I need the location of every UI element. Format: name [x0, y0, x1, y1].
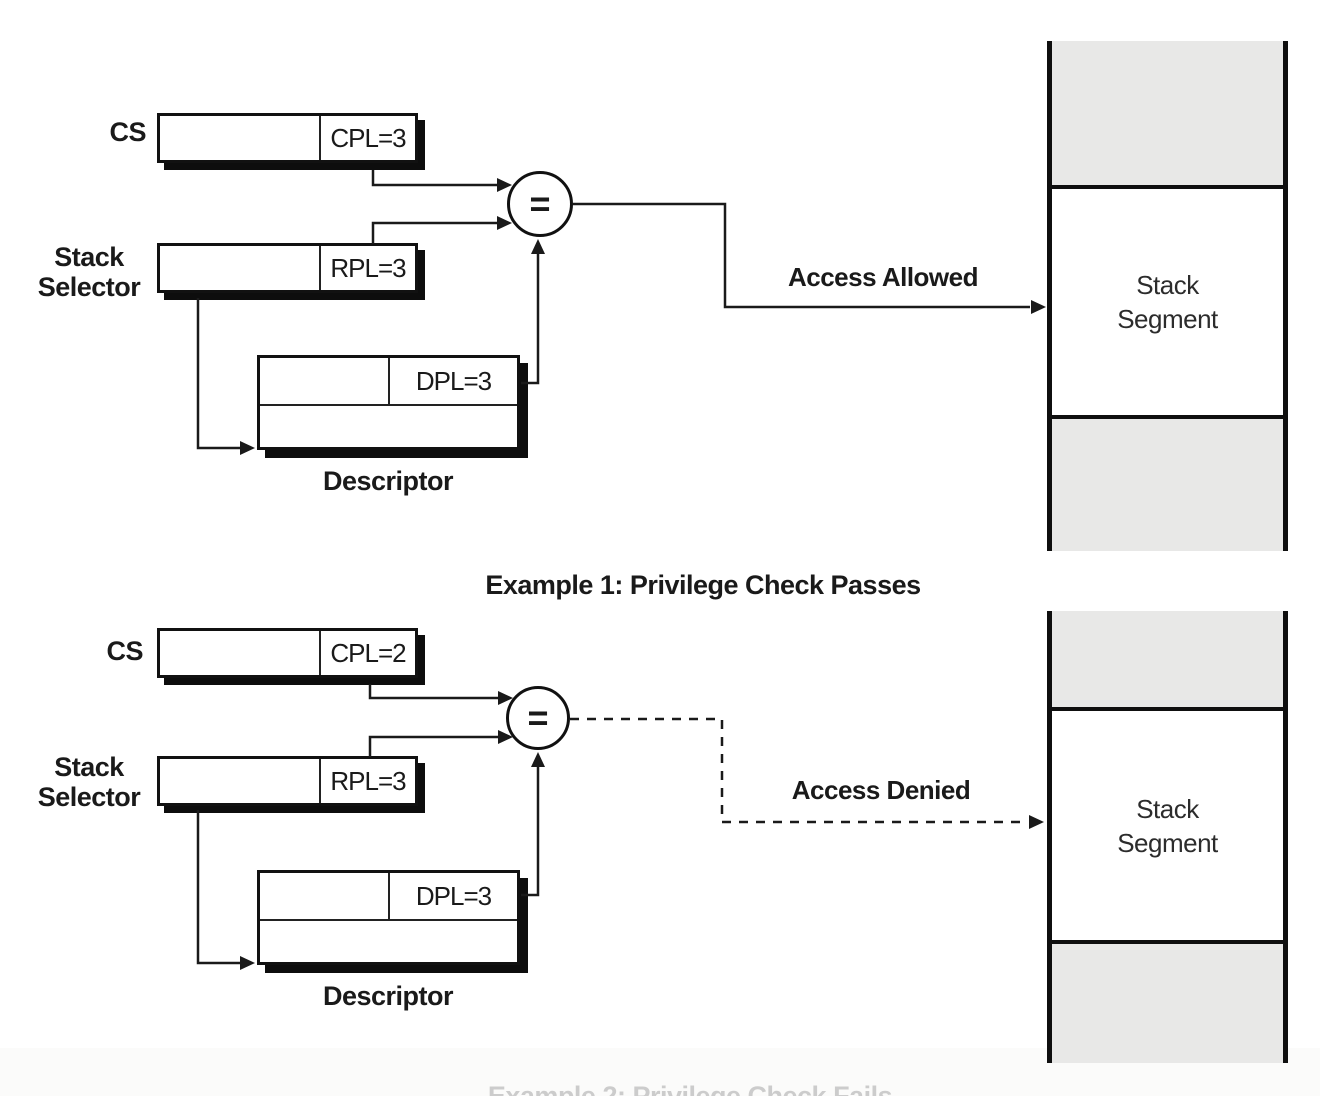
wire-selector-to-descriptor-ex1: [196, 298, 240, 450]
descriptor-box-ex1: DPL=3: [257, 355, 520, 450]
descriptor-base-field-ex1: [260, 358, 390, 404]
memory-column-ex1: Stack Segment: [1047, 41, 1288, 551]
cs-register-box-ex1: CPL=3: [157, 113, 418, 163]
arrowhead-dpl-ex1: [531, 239, 545, 254]
wire-cpl-to-comparator-ex2: [368, 684, 498, 700]
stack-selector-box-ex1: RPL=3: [157, 243, 418, 293]
rpl-field-ex2: RPL=3: [319, 759, 415, 803]
stack-selector-field-ex2: [160, 759, 319, 803]
arrowhead-access-allowed: [1031, 300, 1046, 314]
memory-column-ex2: Stack Segment: [1047, 611, 1288, 1063]
wire-access-denied: [570, 717, 1028, 824]
wire-dpl-to-comparator-ex1: [521, 254, 540, 385]
cs-selector-field-ex2: [160, 631, 319, 675]
descriptor-row2-ex2: [260, 921, 517, 962]
cs-register-label-ex1: CS: [109, 117, 146, 147]
equals-symbol-ex2: =: [527, 697, 549, 738]
example2-caption-cropped: Example 2: Privilege Check Fails: [487, 1081, 893, 1096]
equals-symbol-ex1: =: [529, 183, 551, 224]
memory-above-segment-ex1: [1052, 41, 1283, 185]
stack-selector-label-ex2: Stack Selector: [37, 752, 141, 812]
access-denied-label: Access Denied: [791, 775, 971, 805]
arrowhead-descriptor-ex2: [240, 956, 255, 970]
wire-dpl-to-comparator-ex2: [521, 767, 540, 897]
dpl-field-ex1: DPL=3: [415, 365, 492, 396]
stack-selector-box-ex2: RPL=3: [157, 756, 418, 806]
equality-comparator-ex2: =: [506, 686, 570, 750]
arrowhead-descriptor-ex1: [240, 441, 255, 455]
stack-segment-label-ex1: Stack Segment: [1117, 270, 1218, 334]
stack-selector-field-ex1: [160, 246, 319, 290]
cpl-field-ex1: CPL=3: [319, 116, 415, 160]
descriptor-box-ex2: DPL=3: [257, 870, 520, 965]
wire-rpl-to-comparator-ex1: [371, 221, 497, 244]
stack-segment-box-ex2: Stack Segment: [1052, 707, 1283, 944]
descriptor-label-ex2: Descriptor: [322, 981, 454, 1011]
wire-rpl-to-comparator-ex2: [368, 735, 498, 757]
stack-segment-box-ex1: Stack Segment: [1052, 185, 1283, 419]
descriptor-base-field-ex2: [260, 873, 390, 919]
cpl-field-ex2: CPL=2: [319, 631, 415, 675]
arrowhead-access-denied: [1029, 815, 1044, 829]
stack-segment-label-ex2: Stack Segment: [1117, 793, 1218, 858]
cs-selector-field-ex1: [160, 116, 319, 160]
memory-above-segment-ex2: [1052, 611, 1283, 707]
wire-selector-to-descriptor-ex2: [196, 810, 240, 965]
descriptor-row2-ex1: [260, 406, 517, 447]
rpl-field-ex1: RPL=3: [319, 246, 415, 290]
cs-register-label-ex2: CS: [106, 636, 143, 666]
arrowhead-dpl-ex2: [531, 752, 545, 767]
example1-caption: Example 1: Privilege Check Passes: [485, 570, 921, 600]
memory-below-segment-ex2: [1052, 944, 1283, 1063]
stack-selector-label-ex1: Stack Selector: [37, 242, 141, 302]
access-allowed-label: Access Allowed: [787, 262, 979, 292]
equality-comparator-ex1: =: [507, 171, 573, 237]
wire-cpl-to-comparator-ex1: [371, 170, 497, 187]
cs-register-box-ex2: CPL=2: [157, 628, 418, 678]
memory-below-segment-ex1: [1052, 419, 1283, 551]
dpl-field-ex2: DPL=3: [415, 880, 492, 911]
descriptor-label-ex1: Descriptor: [322, 466, 454, 496]
